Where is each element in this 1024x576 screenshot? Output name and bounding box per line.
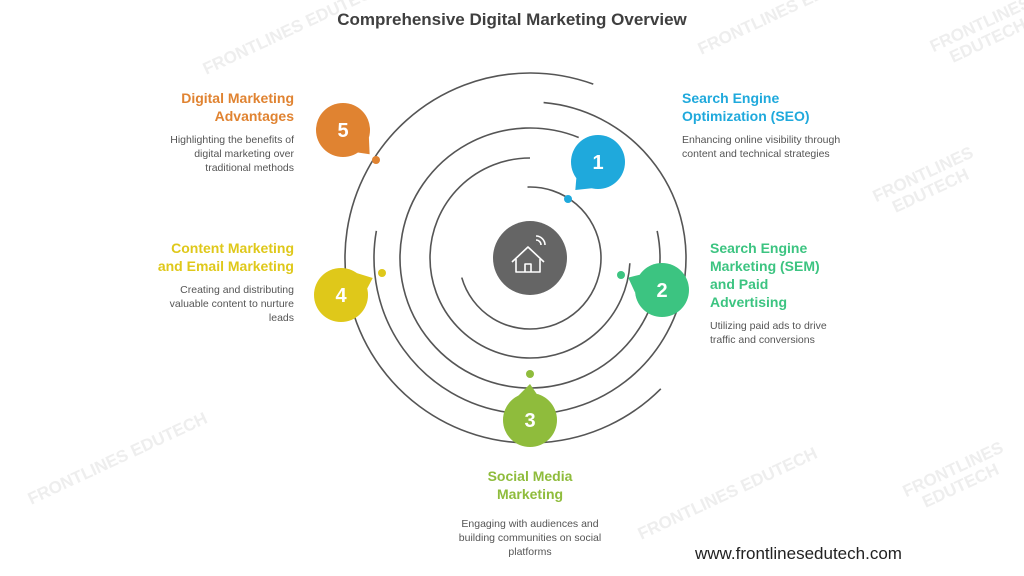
item-2-block: Search Engine Marketing (SEM) and Paid A… — [710, 239, 840, 347]
item-1-block: Search Engine Optimization (SEO) Enhanci… — [682, 89, 842, 161]
item-4-block: Content Marketing and Email Marketing Cr… — [154, 239, 294, 325]
item-3-title: Social Media Marketing — [487, 468, 573, 502]
item-5-desc: Highlighting the benefits of digital mar… — [170, 134, 294, 174]
badge-number: 4 — [335, 285, 347, 307]
badge-circle — [571, 135, 625, 189]
item-5-title: Digital Marketing Advantages — [181, 90, 294, 124]
arc — [429, 157, 631, 359]
step-badge-3: 3 — [503, 370, 557, 447]
center-hub — [493, 221, 567, 295]
badge-number: 5 — [337, 120, 348, 142]
arc — [373, 101, 687, 415]
connector-dot — [617, 271, 625, 279]
connector-dot — [378, 269, 386, 277]
item-5-block: Digital Marketing Advantages Highlightin… — [154, 89, 294, 175]
badge-circle — [314, 268, 368, 322]
item-1-desc: Enhancing online visibility through cont… — [682, 134, 841, 160]
badge-tail — [628, 274, 640, 293]
item-1-title: Search Engine Optimization (SEO) — [682, 90, 810, 124]
step-badge-4: 4 — [314, 268, 386, 322]
badge-number: 3 — [524, 410, 535, 432]
arc — [460, 186, 602, 330]
connector-dot — [526, 370, 534, 378]
item-2-title: Search Engine Marketing (SEM) and Paid A… — [710, 240, 820, 310]
step-badge-5: 5 — [316, 103, 380, 164]
item-3-block: Social Media Marketing Engaging with aud… — [455, 467, 605, 559]
badge-circle — [503, 393, 557, 447]
connector-dot — [564, 195, 572, 203]
smart-home-icon — [511, 235, 546, 273]
badge-circle — [635, 263, 689, 317]
badge-tail — [518, 384, 537, 396]
item-3-desc: Engaging with audiences and building com… — [458, 518, 602, 558]
item-4-desc: Creating and distributing valuable conte… — [169, 284, 294, 324]
page-title: Comprehensive Digital Marketing Overview — [337, 10, 687, 29]
badge-number: 1 — [592, 152, 603, 174]
arc — [399, 127, 661, 389]
item-2-desc: Utilizing paid ads to drive traffic and … — [710, 320, 827, 346]
step-badge-1: 1 — [564, 135, 625, 203]
connector-dot — [372, 156, 380, 164]
badge-number: 2 — [656, 280, 667, 302]
item-4-title: Content Marketing and Email Marketing — [157, 240, 294, 274]
website-url: www.frontlinesedutech.com — [695, 544, 902, 563]
badge-circle — [316, 103, 370, 157]
step-badge-2: 2 — [617, 263, 689, 317]
